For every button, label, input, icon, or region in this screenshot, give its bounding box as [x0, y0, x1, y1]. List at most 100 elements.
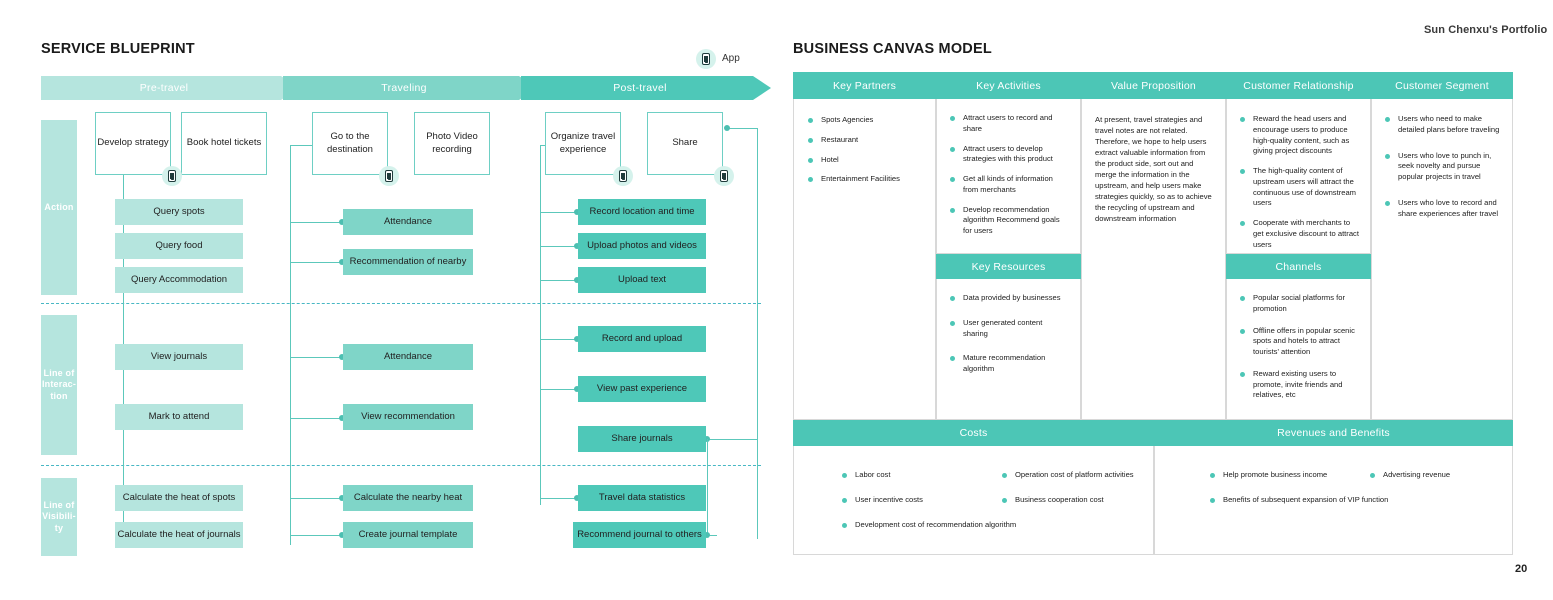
- canvas-header-key-resources: Key Resources: [936, 254, 1081, 279]
- costs-list-2: Operation cost of platform activities Bu…: [1002, 470, 1143, 506]
- list-item: Users who love to punch in, seek novelty…: [1385, 151, 1501, 183]
- touchpoint-share[interactable]: Share: [647, 112, 723, 175]
- list-item: Advertising revenue: [1370, 470, 1502, 481]
- channels-list: Popular social platforms for promotion O…: [1240, 293, 1359, 401]
- list-item: Labor cost: [842, 470, 1002, 481]
- connector-dot: [574, 336, 580, 342]
- visibility-create-journal-template[interactable]: Create journal template: [343, 522, 473, 548]
- canvas-cell-customer-segment: Users who need to make detailed plans be…: [1371, 99, 1513, 420]
- phase-pre-travel[interactable]: Pre-travel: [41, 76, 299, 100]
- connector: [290, 145, 322, 147]
- canvas-header-key-activities: Key Activities: [936, 72, 1081, 99]
- action-attendance[interactable]: Attendance: [343, 209, 473, 235]
- touchpoint-book-hotel-tickets[interactable]: Book hotel tickets: [181, 112, 267, 175]
- touchpoint-photo-video-recording[interactable]: Photo Video recording: [414, 112, 490, 175]
- phase-label: Post-travel: [613, 82, 667, 94]
- canvas-header-channels: Channels: [1226, 254, 1371, 279]
- touchpoint-organize-travel-experience[interactable]: Organize travel experience: [545, 112, 621, 175]
- revenues-column-2: Advertising revenue: [1370, 470, 1502, 515]
- interaction-record-and-upload[interactable]: Record and upload: [578, 326, 706, 352]
- revenues-column-1: Help promote business income Benefits of…: [1210, 470, 1388, 515]
- canvas-header-value-proposition: Value Proposition: [1081, 72, 1226, 99]
- action-record-location-and-time[interactable]: Record location and time: [578, 199, 706, 225]
- costs-list-1: Labor cost User incentive costs Developm…: [842, 470, 1016, 530]
- list-item: Reward existing users to promote, invite…: [1240, 369, 1359, 401]
- action-query-food[interactable]: Query food: [115, 233, 243, 259]
- canvas-cell-revenues: Help promote business income Benefits of…: [1154, 446, 1513, 555]
- list-item: Operation cost of platform activities: [1002, 470, 1143, 481]
- canvas-cell-key-partners: Spots Agencies Restaurant Hotel Entertai…: [793, 99, 936, 420]
- portfolio-title: Sun Chenxu's Portfolio: [1424, 24, 1548, 36]
- app-phone-icon: [379, 166, 399, 186]
- list-item: Popular social platforms for promotion: [1240, 293, 1359, 315]
- interaction-view-past-experience[interactable]: View past experience: [578, 376, 706, 402]
- action-recommendation-of-nearby[interactable]: Recommendation of nearby: [343, 249, 473, 275]
- canvas-header-customer-segment: Customer Segment: [1371, 72, 1513, 99]
- interaction-view-recommendation[interactable]: View recommendation: [343, 404, 473, 430]
- key-activities-list: Attract users to record and share Attrac…: [950, 113, 1069, 237]
- interaction-view-journals[interactable]: View journals: [115, 344, 243, 370]
- canvas-cell-key-activities: Attract users to record and share Attrac…: [936, 99, 1081, 254]
- connector: [707, 439, 758, 441]
- app-phone-icon: [714, 166, 734, 186]
- list-item: Offline offers in popular scenic spots a…: [1240, 326, 1359, 358]
- connector: [290, 498, 342, 500]
- key-resources-list: Data provided by businesses User generat…: [950, 293, 1069, 375]
- phase-traveling[interactable]: Traveling: [283, 76, 537, 100]
- list-item: Users who love to record and share exper…: [1385, 198, 1501, 220]
- connector-dot: [339, 219, 345, 225]
- connector-dot: [339, 415, 345, 421]
- canvas-cell-customer-relationship: Reward the head users and encourage user…: [1226, 99, 1371, 254]
- touchpoint-go-to-destination[interactable]: Go to the destination: [312, 112, 388, 175]
- customer-segment-list: Users who need to make detailed plans be…: [1385, 114, 1501, 219]
- connector: [540, 246, 580, 248]
- connector-dot: [339, 259, 345, 265]
- action-upload-text[interactable]: Upload text: [578, 267, 706, 293]
- list-item: Entertainment Facilities: [808, 174, 923, 185]
- app-phone-icon: [613, 166, 633, 186]
- action-query-spots[interactable]: Query spots: [115, 199, 243, 225]
- list-item: Cooperate with merchants to get exclusiv…: [1240, 218, 1359, 250]
- revenues-columns: Help promote business income Benefits of…: [1210, 470, 1502, 515]
- value-proposition-text: At present, travel strategies and travel…: [1095, 115, 1212, 223]
- interaction-attendance[interactable]: Attendance: [343, 344, 473, 370]
- visibility-calculate-heat-of-spots[interactable]: Calculate the heat of spots: [115, 485, 243, 511]
- costs-column-1: Labor cost User incentive costs Developm…: [842, 470, 1016, 539]
- visibility-calculate-heat-of-journals[interactable]: Calculate the heat of journals: [115, 522, 243, 548]
- interaction-mark-to-attend[interactable]: Mark to attend: [115, 404, 243, 430]
- connector: [707, 535, 717, 537]
- revenues-list-1: Help promote business income Benefits of…: [1210, 470, 1388, 506]
- legend-label-app: App: [722, 53, 740, 64]
- lane-label-line-of-interaction: Line of Interac- tion: [41, 315, 77, 455]
- list-item: Data provided by businesses: [950, 293, 1069, 304]
- touchpoint-develop-strategy[interactable]: Develop strategy: [95, 112, 171, 175]
- phase-chevrons: [41, 76, 771, 100]
- costs-columns: Labor cost User incentive costs Developm…: [842, 470, 1143, 539]
- interaction-share-journals[interactable]: Share journals: [578, 426, 706, 452]
- visibility-calculate-nearby-heat[interactable]: Calculate the nearby heat: [343, 485, 473, 511]
- connector-dot: [339, 495, 345, 501]
- connector-return-trunk: [757, 128, 759, 539]
- canvas-header-customer-relationship: Customer Relationship: [1226, 72, 1371, 99]
- action-query-accommodation[interactable]: Query Accommodation: [115, 267, 243, 293]
- list-item: Users who need to make detailed plans be…: [1385, 114, 1501, 136]
- list-item: Mature recommendation algorithm: [950, 353, 1069, 375]
- action-upload-photos-and-videos[interactable]: Upload photos and videos: [578, 233, 706, 259]
- customer-relationship-list: Reward the head users and encourage user…: [1240, 114, 1359, 251]
- connector-dot: [724, 125, 730, 131]
- list-item: User generated content sharing: [950, 318, 1069, 340]
- connector-dot: [704, 532, 710, 538]
- visibility-recommend-journal-to-others[interactable]: Recommend journal to others: [573, 522, 706, 548]
- list-item: User incentive costs: [842, 495, 1002, 506]
- app-phone-icon: [696, 49, 716, 69]
- app-phone-icon: [162, 166, 182, 186]
- canvas-cell-channels: Popular social platforms for promotion O…: [1226, 279, 1371, 420]
- canvas-cell-costs: Labor cost User incentive costs Developm…: [793, 446, 1154, 555]
- list-item: Benefits of subsequent expansion of VIP …: [1210, 495, 1470, 506]
- connector-dot: [574, 209, 580, 215]
- lane-label-action: Action: [41, 120, 77, 295]
- visibility-travel-data-statistics[interactable]: Travel data statistics: [578, 485, 706, 511]
- service-blueprint-title: SERVICE BLUEPRINT: [41, 41, 195, 57]
- phase-post-travel[interactable]: Post-travel: [521, 76, 771, 100]
- connector: [540, 280, 580, 282]
